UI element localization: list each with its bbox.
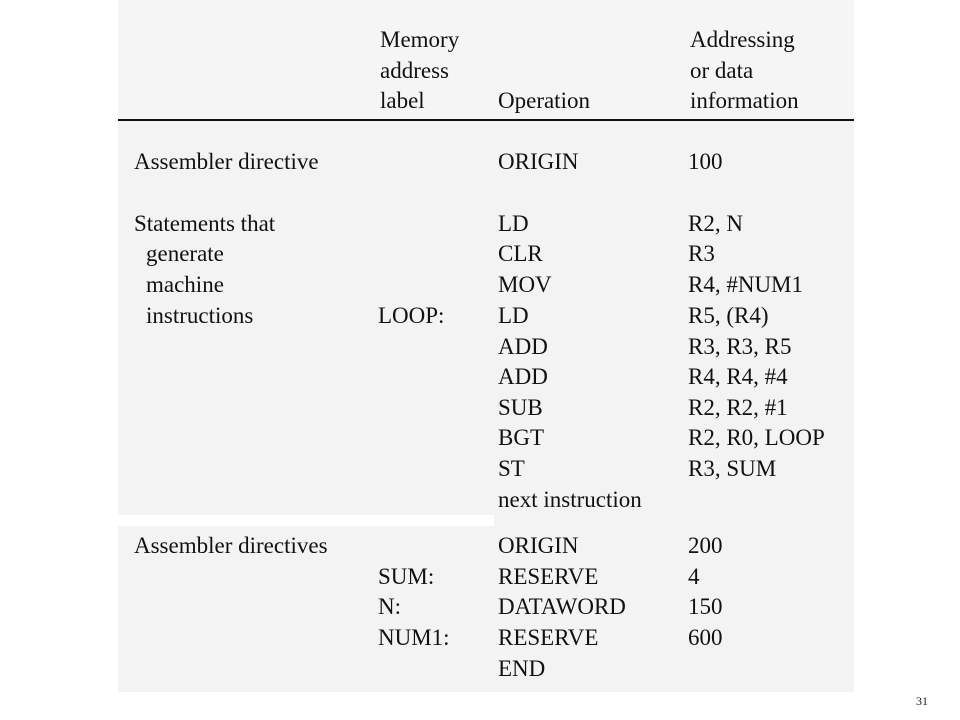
info-cell: R4, #NUM1 [688,272,804,297]
info-cell: R5, (R4) [688,303,769,328]
section-description: machine [146,272,224,297]
operation-cell: END [498,656,546,681]
section-description: generate [146,241,224,266]
operation-cell: ADD [498,334,548,359]
section-description: Statements that [134,211,276,236]
operation-cell: BGT [498,425,544,450]
info-cell: 600 [688,625,723,650]
table-panel [118,0,854,692]
section-description: instructions [146,303,254,328]
operation-cell: SUB [498,395,543,420]
operation-cell: ADD [498,364,548,389]
header-label-line-1: Memory [380,27,460,52]
header-operation: Operation [498,88,590,113]
label-cell: N: [378,594,401,619]
page-number: 31 [916,694,928,708]
operation-cell: next instruction [498,487,642,512]
info-cell: R4, R4, #4 [688,364,788,389]
header-info-line-1: Addressing [690,27,795,52]
info-cell: R3, R3, R5 [688,334,792,359]
info-cell: R2, N [688,211,743,236]
operation-cell: MOV [498,272,552,297]
info-cell: 4 [688,564,700,589]
info-cell: 200 [688,533,723,558]
header-rule [118,119,854,121]
header-label-line-2: address [380,58,449,83]
header-info-line-2: or data [690,58,754,83]
operation-cell: LD [498,303,529,328]
info-cell: R2, R0, LOOP [688,425,825,450]
operation-cell: ORIGIN [498,149,579,174]
info-cell: 150 [688,594,723,619]
label-cell: LOOP: [378,303,445,328]
operation-cell: DATAWORD [498,594,626,619]
label-cell: NUM1: [378,625,450,650]
header-label-line-3: label [380,88,425,113]
header-band [118,0,854,120]
operation-cell: ORIGIN [498,533,579,558]
info-cell: R2, R2, #1 [688,395,788,420]
operation-cell: RESERVE [498,625,599,650]
operation-cell: CLR [498,241,543,266]
section-description: Assembler directives [134,533,328,558]
section-description: Assembler directive [134,149,319,174]
label-cell: SUM: [378,564,435,589]
operation-cell: RESERVE [498,564,599,589]
operation-cell: ST [498,456,525,481]
section-gap [118,515,494,526]
info-cell: R3, SUM [688,456,777,481]
info-cell: R3 [688,241,715,266]
operation-cell: LD [498,211,529,236]
header-info-line-3: information [690,88,799,113]
info-cell: 100 [688,149,723,174]
